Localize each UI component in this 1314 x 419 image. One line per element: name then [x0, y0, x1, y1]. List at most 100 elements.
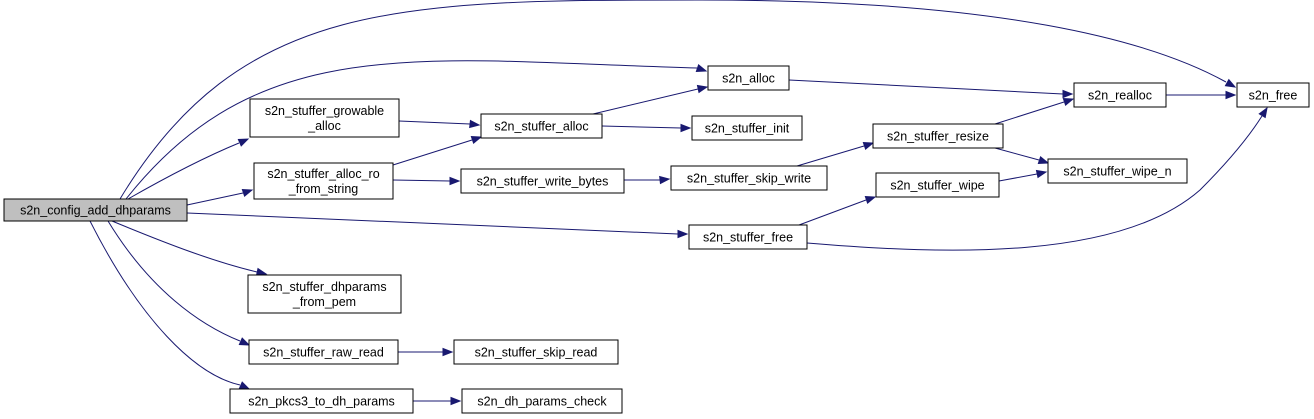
- edge-line: [119, 0, 1227, 200]
- arrowhead-icon: [862, 141, 875, 151]
- node-box: [875, 172, 1000, 198]
- arrowhead-icon: [442, 347, 454, 357]
- edge-stuffer_alloc-to-stuffer_init: [601, 123, 692, 133]
- node-dhparams-pem[interactable]: s2n_stuffer_dhparams_from_pem: [247, 274, 402, 314]
- node-label: s2n_stuffer_init: [705, 122, 790, 136]
- arrowhead-icon: [470, 135, 483, 145]
- node-label: s2n_config_add_dhparams: [20, 204, 171, 218]
- edge-root-to-stuffer_free: [186, 212, 689, 239]
- node-s2n-free[interactable]: s2n_free: [1236, 82, 1310, 108]
- node-alloc-ro[interactable]: s2n_stuffer_alloc_ro_from_string: [253, 162, 394, 200]
- arrowhead-icon: [1035, 169, 1048, 179]
- node-box: [670, 165, 828, 191]
- edge-root-to-alloc_ro: [186, 188, 254, 206]
- edge-stuffer_alloc-to-s2n_alloc: [592, 84, 709, 115]
- node-raw-read[interactable]: s2n_stuffer_raw_read: [248, 339, 399, 365]
- edge-alloc_ro-to-stuffer_alloc: [392, 135, 483, 166]
- edge-skip_write-to-resize: [796, 141, 875, 167]
- arrowhead-icon: [1062, 89, 1074, 99]
- node-wipe-n[interactable]: s2n_stuffer_wipe_n: [1047, 158, 1188, 184]
- node-label: s2n_stuffer_wipe_n: [1063, 165, 1171, 179]
- edge-line: [111, 220, 258, 273]
- edge-root-to-dhparams_pem: [111, 220, 268, 277]
- edge-line: [788, 79, 1064, 95]
- edge-resize-to-wipe_n: [994, 147, 1050, 165]
- edge-pkcs3-to-dh_check: [413, 396, 462, 406]
- arrowhead-icon: [255, 267, 268, 277]
- node-box: [3, 198, 188, 222]
- node-label: s2n_stuffer_skip_read: [475, 346, 598, 360]
- edge-growable-to-stuffer_alloc: [398, 119, 481, 129]
- edge-root-to-s2n_alloc: [125, 60, 708, 200]
- node-skip-read[interactable]: s2n_stuffer_skip_read: [453, 339, 619, 365]
- edge-layer: [89, 0, 1268, 406]
- node-stuffer-alloc[interactable]: s2n_stuffer_alloc: [480, 113, 603, 139]
- edge-stuffer_free-to-wipe: [798, 195, 877, 226]
- arrowhead-icon: [1062, 97, 1075, 107]
- node-label: s2n_stuffer_wipe: [890, 179, 984, 193]
- arrowhead-icon: [659, 175, 671, 185]
- node-growable[interactable]: s2n_stuffer_growable_alloc: [249, 98, 400, 138]
- edge-root-to-pkcs3: [89, 220, 251, 390]
- node-s2n-alloc[interactable]: s2n_alloc: [707, 65, 790, 91]
- node-resize[interactable]: s2n_stuffer_resize: [872, 123, 1004, 149]
- node-box: [253, 162, 394, 200]
- node-box: [691, 115, 803, 141]
- arrowhead-icon: [864, 195, 877, 205]
- arrowhead-icon: [449, 176, 461, 186]
- node-label: s2n_stuffer_alloc: [494, 120, 588, 134]
- node-box: [247, 274, 402, 314]
- arrowhead-icon: [1224, 78, 1237, 88]
- arrowhead-icon: [695, 63, 708, 73]
- edge-line: [398, 120, 471, 125]
- node-box: [1236, 82, 1310, 108]
- edge-root-to-raw_read: [107, 220, 251, 346]
- node-wipe[interactable]: s2n_stuffer_wipe: [875, 172, 1000, 198]
- node-stuffer-init[interactable]: s2n_stuffer_init: [691, 115, 803, 141]
- node-label: _from_pem: [292, 295, 356, 309]
- edge-raw_read-to-skip_read: [398, 347, 454, 357]
- edge-s2n_alloc-to-realloc: [788, 79, 1074, 99]
- edge-line: [796, 145, 865, 167]
- edge-root-to-s2n_free: [119, 0, 1237, 200]
- edge-stuffer_free-to-s2n_free: [806, 106, 1268, 251]
- node-box: [872, 123, 1004, 149]
- edge-line: [994, 147, 1040, 161]
- node-box: [480, 113, 603, 139]
- arrowhead-icon: [469, 119, 481, 129]
- node-label: s2n_realloc: [1088, 89, 1152, 103]
- node-box: [461, 388, 623, 414]
- node-label: s2n_pkcs3_to_dh_params: [248, 395, 395, 409]
- node-label: _from_string: [288, 182, 359, 196]
- node-label: _alloc: [307, 119, 341, 133]
- node-label: s2n_dh_params_check: [477, 395, 607, 409]
- edge-line: [998, 173, 1038, 182]
- node-dh-check[interactable]: s2n_dh_params_check: [461, 388, 623, 414]
- arrowhead-icon: [241, 188, 254, 198]
- arrowhead-icon: [677, 229, 689, 239]
- node-root[interactable]: s2n_config_add_dhparams: [3, 198, 188, 222]
- edge-line: [127, 142, 240, 200]
- node-label: s2n_stuffer_skip_write: [687, 172, 811, 186]
- arrowhead-icon: [696, 84, 709, 94]
- node-pkcs3[interactable]: s2n_pkcs3_to_dh_params: [229, 388, 414, 414]
- edge-root-to-growable: [127, 138, 250, 200]
- node-realloc[interactable]: s2n_realloc: [1073, 82, 1167, 108]
- arrowhead-icon: [238, 381, 251, 390]
- edge-line: [186, 192, 244, 206]
- edge-realloc-to-s2n_free: [1166, 90, 1237, 100]
- edge-resize-to-realloc: [994, 97, 1075, 125]
- node-write-bytes[interactable]: s2n_stuffer_write_bytes: [460, 168, 625, 194]
- node-box: [249, 98, 400, 138]
- edge-line: [392, 139, 473, 166]
- node-stuffer-free[interactable]: s2n_stuffer_free: [688, 224, 808, 250]
- edge-write_bytes-to-skip_write: [624, 175, 671, 185]
- node-skip-write[interactable]: s2n_stuffer_skip_write: [670, 165, 828, 191]
- arrowhead-icon: [1225, 90, 1237, 100]
- node-box: [229, 388, 414, 414]
- arrowhead-icon: [237, 138, 250, 147]
- edge-alloc_ro-to-write_bytes: [392, 176, 461, 186]
- edge-line: [601, 125, 682, 129]
- edge-line: [592, 88, 699, 115]
